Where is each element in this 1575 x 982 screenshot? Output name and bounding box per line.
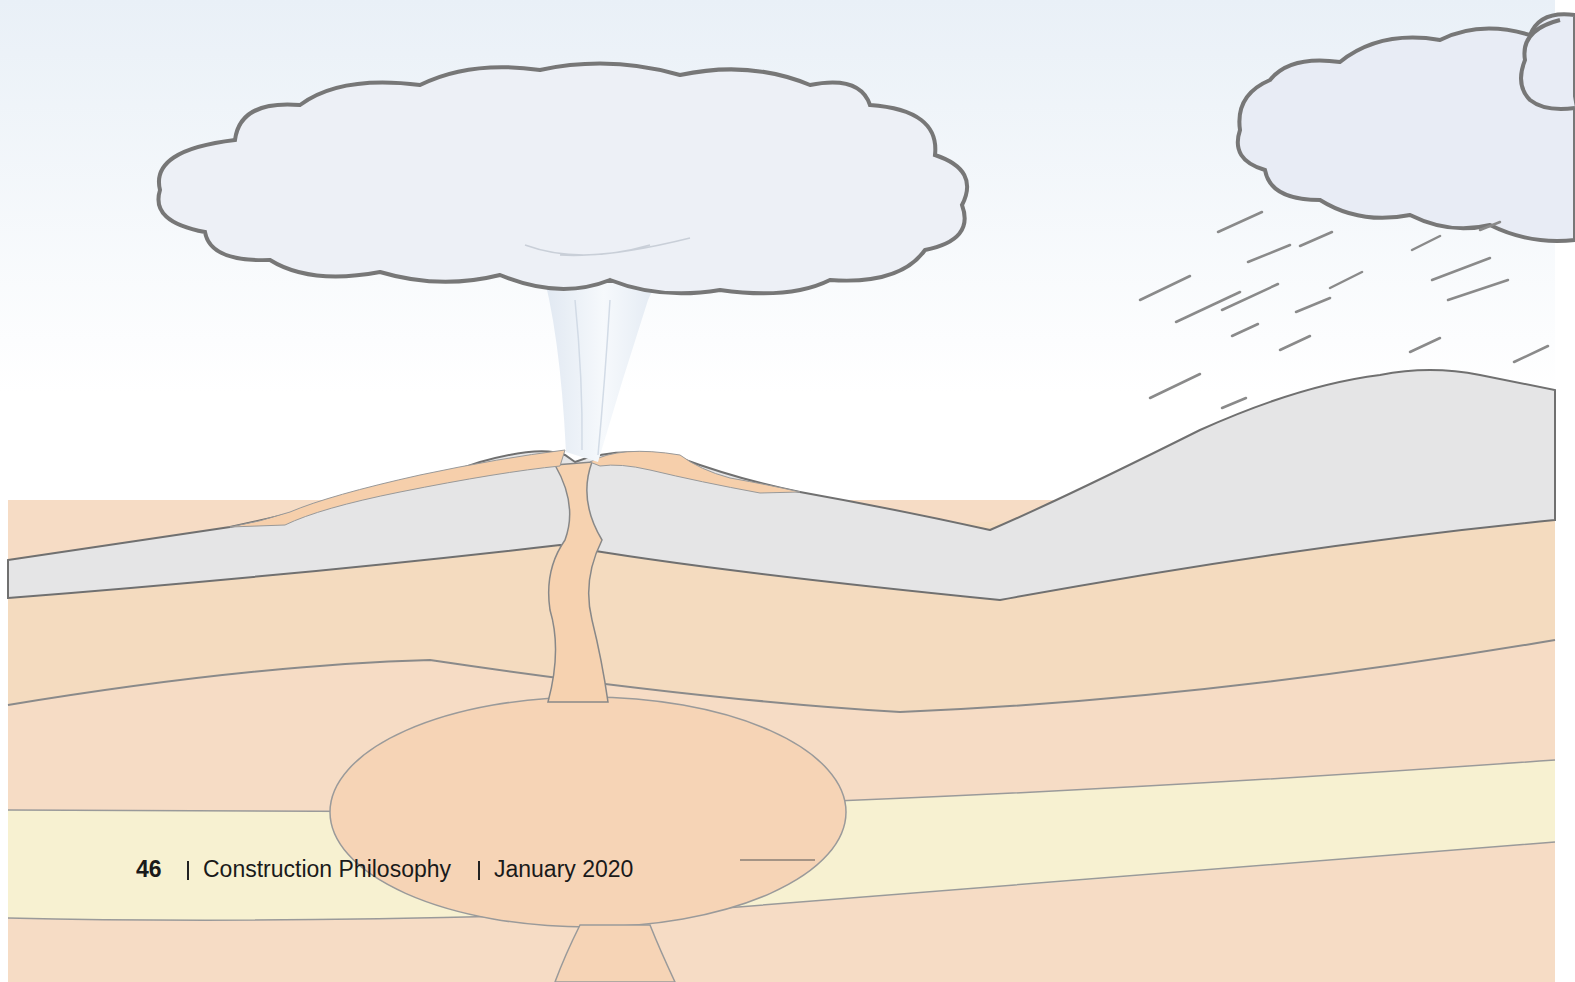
footer-separator — [187, 861, 189, 880]
page-number: 46 — [136, 855, 162, 883]
publication-name: Construction Philosophy — [203, 855, 451, 883]
footer-separator — [478, 861, 480, 880]
lava-flow — [230, 450, 565, 527]
magma-feed — [555, 925, 675, 982]
crop-line — [740, 860, 815, 861]
ash-cloud — [158, 64, 967, 294]
rain-cloud — [1238, 14, 1575, 241]
magma-conduit — [548, 462, 608, 702]
cloud-shading — [525, 238, 690, 255]
column-shading — [575, 300, 610, 455]
issue-date: January 2020 — [494, 855, 633, 883]
volcano-mountain — [8, 370, 1555, 600]
lava-flow — [590, 451, 800, 493]
magma-chamber — [330, 697, 846, 927]
layer-boundary — [8, 640, 1555, 712]
rain-streaks — [1140, 212, 1548, 408]
rain-cloud — [1521, 20, 1575, 109]
